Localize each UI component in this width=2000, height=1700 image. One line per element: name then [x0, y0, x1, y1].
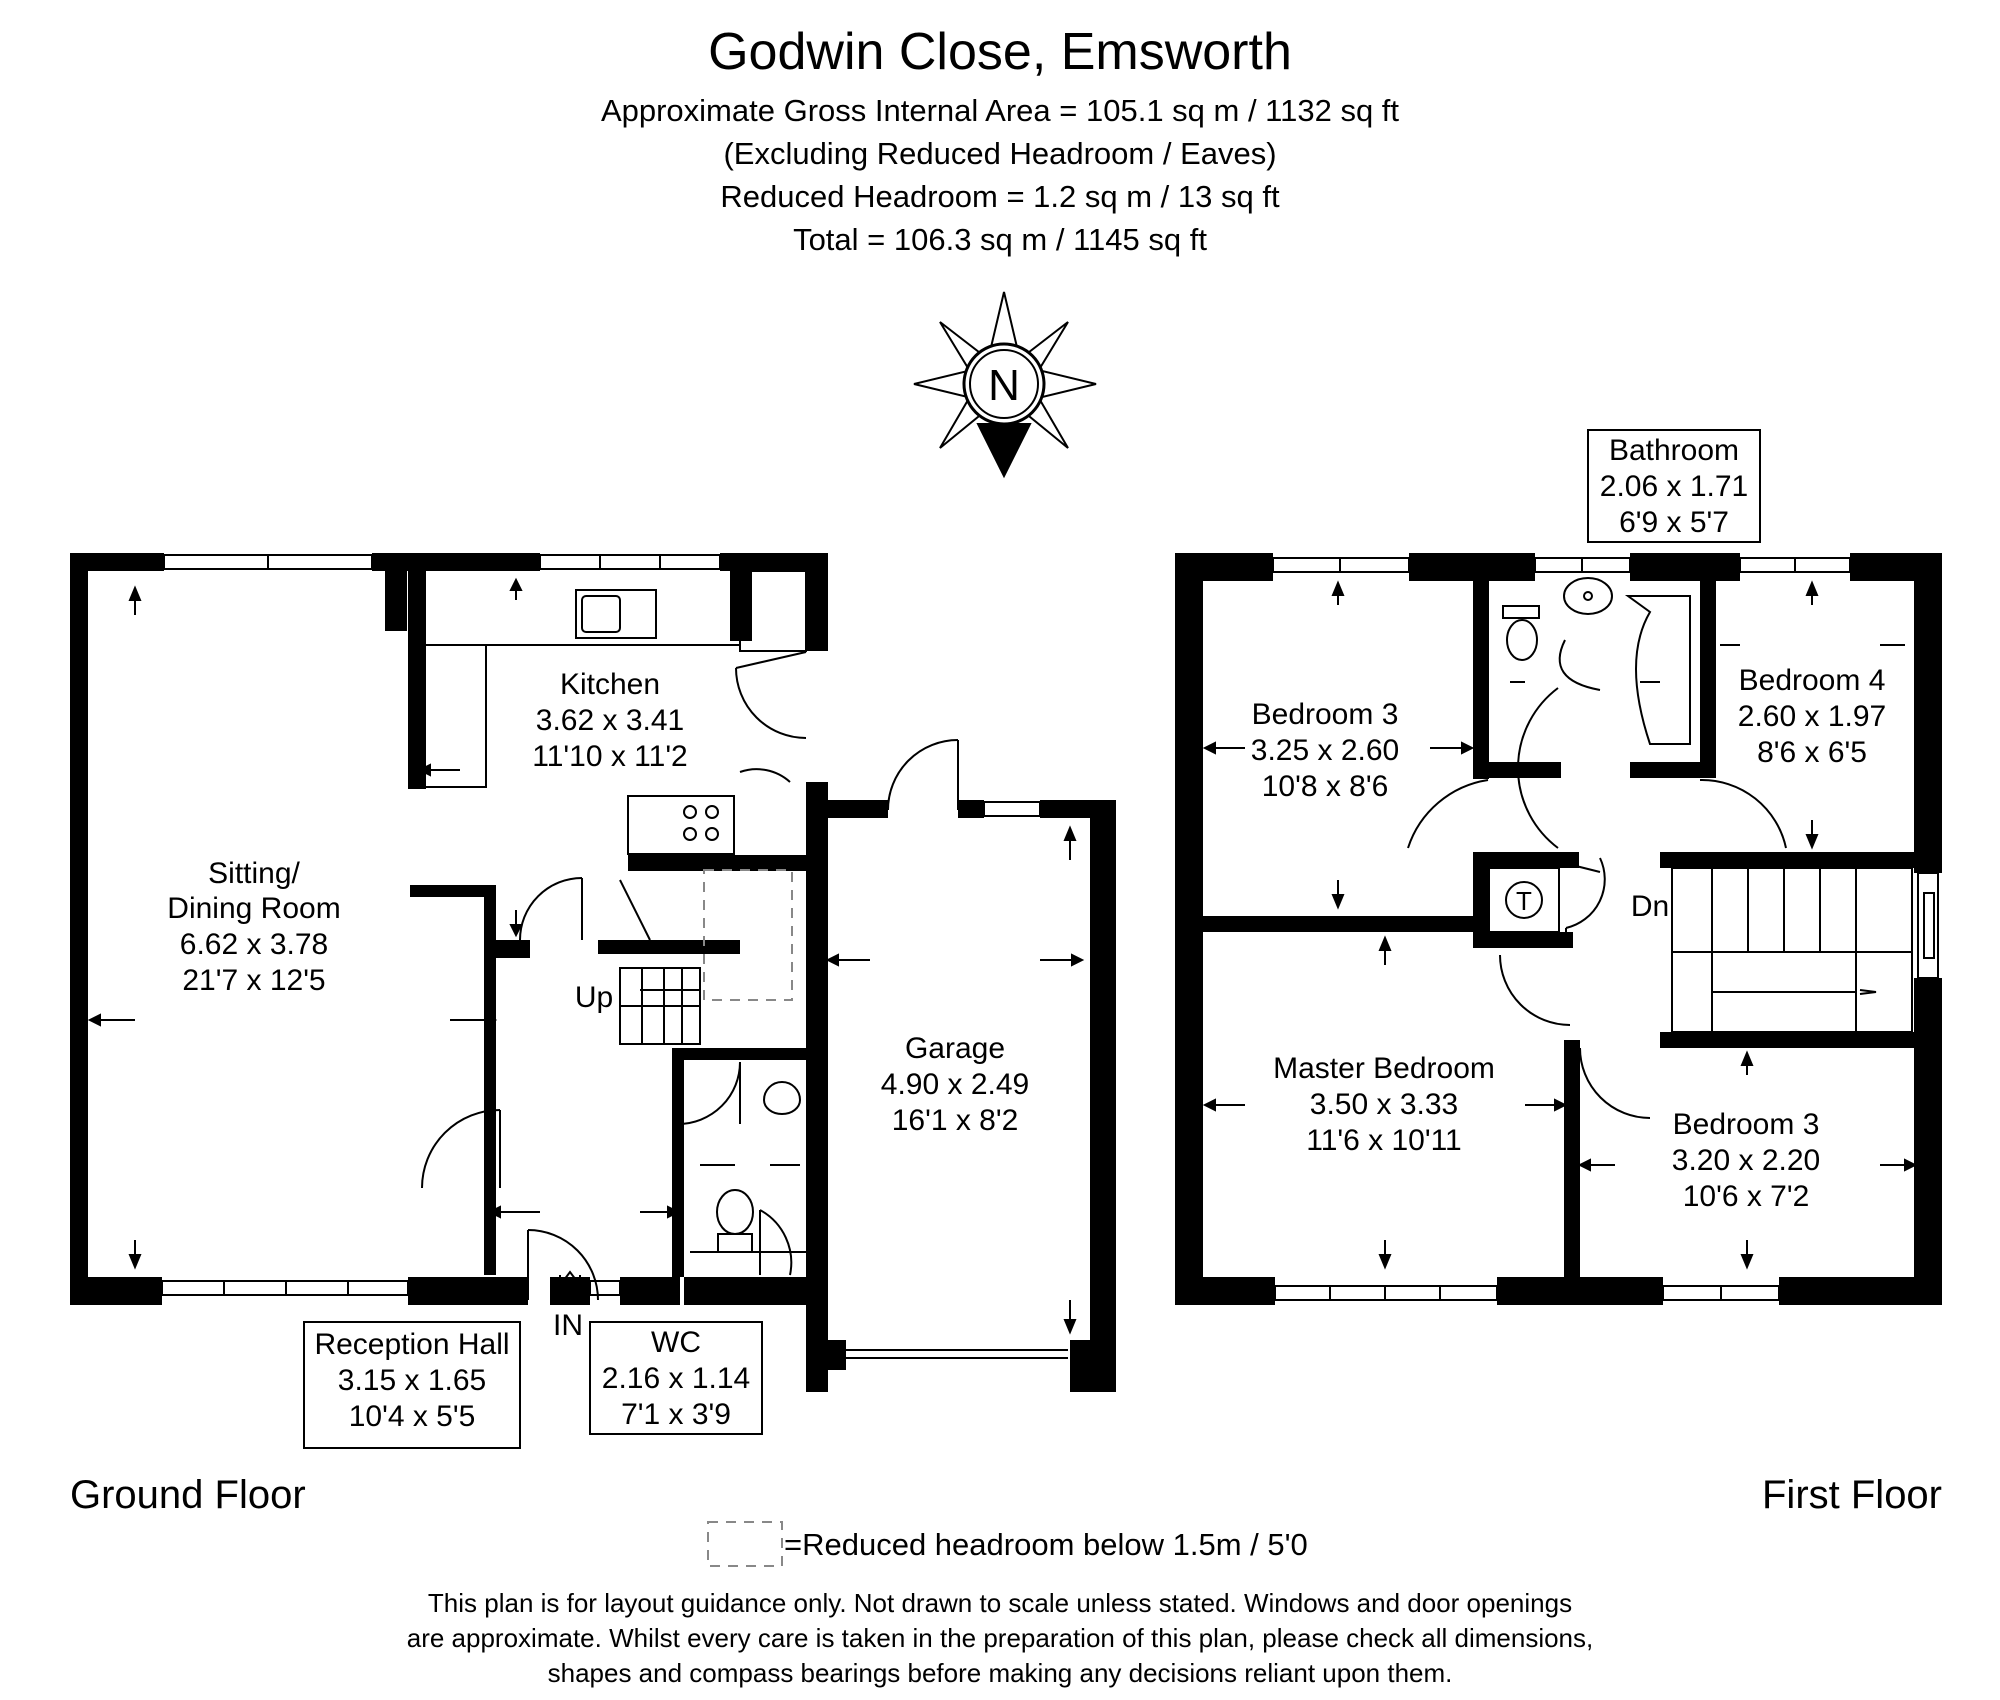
bedroom4-imperial: 8'6 x 6'5 [1757, 736, 1867, 769]
master-bedroom-name: Master Bedroom [1273, 1052, 1495, 1085]
wc-metric: 2.16 x 1.14 [602, 1362, 750, 1395]
bathroom-imperial: 6'9 x 5'7 [1619, 506, 1729, 539]
dashed-box-icon [707, 1521, 783, 1567]
ground-floor-label: Ground Floor [70, 1473, 306, 1517]
bathroom-metric: 2.06 x 1.71 [1600, 470, 1748, 503]
first-floor-label: First Floor [1762, 1473, 1942, 1517]
wc-imperial: 7'1 x 3'9 [621, 1398, 731, 1431]
garage-name: Garage [905, 1032, 1005, 1065]
disclaimer-line-2: are approximate. Whilst every care is ta… [406, 1623, 1594, 1653]
kitchen-metric: 3.62 x 3.41 [536, 704, 684, 737]
total-area-line: Total = 106.3 sq m / 1145 sq ft [793, 222, 1207, 257]
bedroom3a-imperial: 10'8 x 8'6 [1262, 770, 1389, 803]
bedroom3b-name: Bedroom 3 [1673, 1108, 1820, 1141]
sitting-room-metric: 6.62 x 3.78 [180, 928, 328, 961]
bedroom3a-metric: 3.25 x 2.60 [1251, 734, 1399, 767]
sitting-room-imperial: 21'7 x 12'5 [182, 964, 325, 997]
kitchen-name: Kitchen [560, 668, 660, 701]
ground-floor-plan: Sitting/ Dining Room 6.62 x 3.78 21'7 x … [70, 553, 1116, 1449]
reception-hall-metric: 3.15 x 1.65 [338, 1364, 486, 1397]
legend-text: =Reduced headroom below 1.5m / 5'0 [784, 1527, 1308, 1562]
stairs-up-label: Up [575, 981, 613, 1014]
kitchen-imperial: 11'10 x 11'2 [532, 740, 687, 773]
tank-label: T [1516, 886, 1532, 916]
reception-hall-name: Reception Hall [314, 1328, 509, 1361]
stairs-down-label: Dn [1631, 890, 1669, 923]
excluding-line: (Excluding Reduced Headroom / Eaves) [723, 136, 1277, 171]
disclaimer-line-3: shapes and compass bearings before makin… [547, 1658, 1453, 1688]
sitting-room-name-1: Sitting/ [208, 857, 300, 890]
bedroom3b-imperial: 10'6 x 7'2 [1683, 1180, 1810, 1213]
reduced-headroom-line: Reduced Headroom = 1.2 sq m / 13 sq ft [720, 179, 1280, 214]
garage-metric: 4.90 x 2.49 [881, 1068, 1029, 1101]
gross-area-line: Approximate Gross Internal Area = 105.1 … [600, 93, 1400, 128]
bedroom3b-metric: 3.20 x 2.20 [1672, 1144, 1820, 1177]
reception-hall-imperial: 10'4 x 5'5 [349, 1400, 476, 1433]
bathroom-name: Bathroom [1609, 434, 1739, 467]
garage-imperial: 16'1 x 8'2 [892, 1104, 1019, 1137]
bedroom4-metric: 2.60 x 1.97 [1738, 700, 1886, 733]
master-bedroom-imperial: 11'6 x 10'11 [1306, 1124, 1461, 1157]
disclaimer-line-1: This plan is for layout guidance only. N… [427, 1588, 1573, 1618]
compass-rose-icon: N [913, 291, 1097, 479]
wc-name: WC [651, 1326, 701, 1359]
bedroom3a-name: Bedroom 3 [1252, 698, 1399, 731]
first-floor-plan: Bedroom 3 3.25 x 2.60 10'8 x 8'6 Bathroo… [1175, 429, 1942, 1305]
reduced-headroom-legend: =Reduced headroom below 1.5m / 5'0 [707, 1521, 1308, 1567]
master-bedroom-metric: 3.50 x 3.33 [1310, 1088, 1458, 1121]
sitting-room-name-2: Dining Room [167, 892, 340, 925]
compass-north-label: N [988, 361, 1020, 410]
plan-title: Godwin Close, Emsworth [708, 23, 1292, 81]
entrance-in-label: IN [553, 1309, 583, 1342]
bedroom4-name: Bedroom 4 [1739, 664, 1886, 697]
